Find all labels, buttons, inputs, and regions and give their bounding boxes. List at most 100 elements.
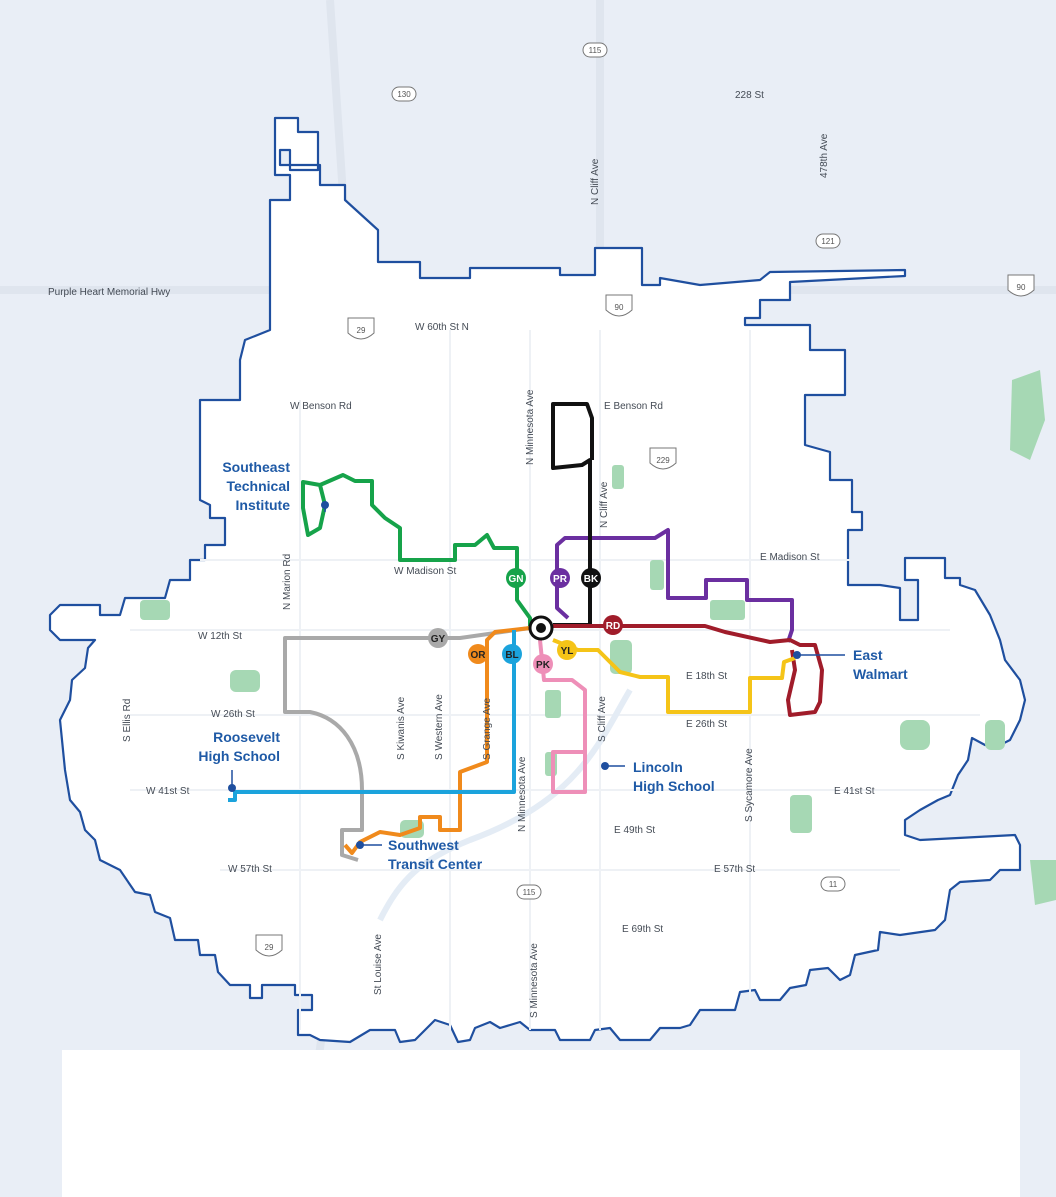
svg-text:121: 121 <box>821 237 835 246</box>
route-badge-label: YL <box>561 646 574 657</box>
park-area <box>1030 860 1056 905</box>
svg-text:Southwest: Southwest <box>388 837 459 853</box>
shield-i229: 229 <box>649 447 677 470</box>
svg-text:Walmart: Walmart <box>853 666 908 682</box>
road-label-s-western: S Western Ave <box>434 694 445 760</box>
svg-text:Southeast: Southeast <box>222 459 290 475</box>
place-markers <box>228 501 801 849</box>
svg-text:Transit Center: Transit Center <box>388 856 483 872</box>
route-badge-label: OR <box>471 650 487 661</box>
road-label-w-madison: W Madison St <box>394 566 456 577</box>
route-badge-label: BL <box>505 650 518 661</box>
road-label-n-cliff-top: N Cliff Ave <box>590 158 601 205</box>
shield-115-bottom: 115 <box>516 884 542 900</box>
shield-i90-mid: 90 <box>605 294 633 317</box>
route-badge-label: PR <box>553 574 568 585</box>
road-label-e-madison: E Madison St <box>760 552 820 563</box>
downtown-transit-hub <box>528 615 554 641</box>
place-label-lincoln[interactable]: Lincoln High School <box>633 759 715 794</box>
route-badge-label: RD <box>606 621 620 632</box>
svg-text:29: 29 <box>357 326 366 335</box>
road-label-w60: W 60th St N <box>415 322 469 333</box>
route-badge-rd[interactable]: RD <box>603 615 623 635</box>
place-label-east-walmart[interactable]: East Walmart <box>853 647 908 682</box>
svg-text:Institute: Institute <box>236 497 291 513</box>
svg-text:Lincoln: Lincoln <box>633 759 683 775</box>
route-line-pink <box>538 639 587 794</box>
shield-i29-bottom: 29 <box>255 934 283 957</box>
svg-text:11: 11 <box>829 880 838 889</box>
svg-text:130: 130 <box>397 90 411 99</box>
route-badge-pk[interactable]: PK <box>533 654 553 674</box>
stop-marker-lincoln <box>601 762 609 770</box>
road-label-s-grange: S Grange Ave <box>482 697 493 760</box>
route-badge-label: PK <box>536 660 551 671</box>
route-line-orange <box>343 626 531 855</box>
route-badge-bk[interactable]: BK <box>581 568 601 588</box>
route-badge-yl[interactable]: YL <box>557 640 577 660</box>
route-badge-bl[interactable]: BL <box>502 644 522 664</box>
svg-text:Technical: Technical <box>226 478 290 494</box>
route-badge-or[interactable]: OR <box>468 644 488 664</box>
road-label-w41: W 41st St <box>146 786 190 797</box>
road-label-w57: W 57th St <box>228 864 272 875</box>
route-badge-label: GN <box>509 574 524 585</box>
road-label-st-louise: St Louise Ave <box>373 934 384 995</box>
place-label-roosevelt[interactable]: Roosevelt High School <box>198 729 280 764</box>
shield-i90-right: 90 <box>1007 274 1035 297</box>
road-label-w26: W 26th St <box>211 709 255 720</box>
road-label-n-minnesota-mid: N Minnesota Ave <box>517 756 528 832</box>
place-label-southwest-transit[interactable]: Southwest Transit Center <box>388 837 483 872</box>
route-line-red <box>553 624 824 717</box>
road-label-purple-heart: Purple Heart Memorial Hwy <box>48 287 170 298</box>
road-label-s-kiwanis: S Kiwanis Ave <box>396 696 407 760</box>
road-label-n-cliff-mid: N Cliff Ave <box>599 481 610 528</box>
route-line-grey <box>283 626 531 862</box>
road-label-e-benson: E Benson Rd <box>604 401 663 412</box>
road-label-e18: E 18th St <box>686 671 727 682</box>
svg-text:High School: High School <box>198 748 280 764</box>
road-label-e26: E 26th St <box>686 719 727 730</box>
stop-marker-roosevelt <box>228 784 236 792</box>
svg-text:Roosevelt: Roosevelt <box>213 729 280 745</box>
route-badge-pr[interactable]: PR <box>550 568 570 588</box>
route-badge-label: GY <box>431 634 446 645</box>
svg-text:29: 29 <box>265 943 274 952</box>
road-label-w12: W 12th St <box>198 631 242 642</box>
road-label-s-cliff: S Cliff Ave <box>597 696 608 742</box>
road-label-e41: E 41st St <box>834 786 875 797</box>
city-boundary <box>48 116 1027 1044</box>
svg-text:East: East <box>853 647 883 663</box>
route-badge-label: BK <box>584 574 599 585</box>
route-line-purple <box>555 528 794 643</box>
svg-text:90: 90 <box>615 303 624 312</box>
route-badge-gn[interactable]: GN <box>506 568 526 588</box>
shield-115-top: 115 <box>582 42 608 58</box>
road-label-e69: E 69th St <box>622 924 663 935</box>
big-sioux-river <box>377 688 633 922</box>
shield-130: 130 <box>391 86 417 102</box>
road-label-n-marion: N Marion Rd <box>282 554 293 610</box>
svg-text:High School: High School <box>633 778 715 794</box>
route-badge-gy[interactable]: GY <box>428 628 448 648</box>
route-line-green <box>301 473 532 628</box>
svg-text:90: 90 <box>1017 283 1026 292</box>
road-label-w-benson: W Benson Rd <box>290 401 352 412</box>
place-label-southeast-tech[interactable]: Southeast Technical Institute <box>222 459 290 513</box>
road-label-e57: E 57th St <box>714 864 755 875</box>
road-label-228: 228 St <box>735 90 764 101</box>
route-line-yellow <box>552 638 796 714</box>
road-label-s-ellis: S Ellis Rd <box>122 699 133 742</box>
road-label-n-minnesota: N Minnesota Ave <box>525 389 536 465</box>
road-label-s-sycamore: S Sycamore Ave <box>744 748 755 822</box>
svg-text:115: 115 <box>589 46 602 55</box>
svg-text:229: 229 <box>656 456 670 465</box>
stop-marker-southwest-transit <box>356 841 364 849</box>
road-label-478th: 478th Ave <box>819 133 830 178</box>
route-line-blue <box>228 630 516 802</box>
shield-i29-top: 29 <box>347 317 375 340</box>
park-area <box>1010 370 1045 460</box>
shield-121: 121 <box>815 233 841 249</box>
